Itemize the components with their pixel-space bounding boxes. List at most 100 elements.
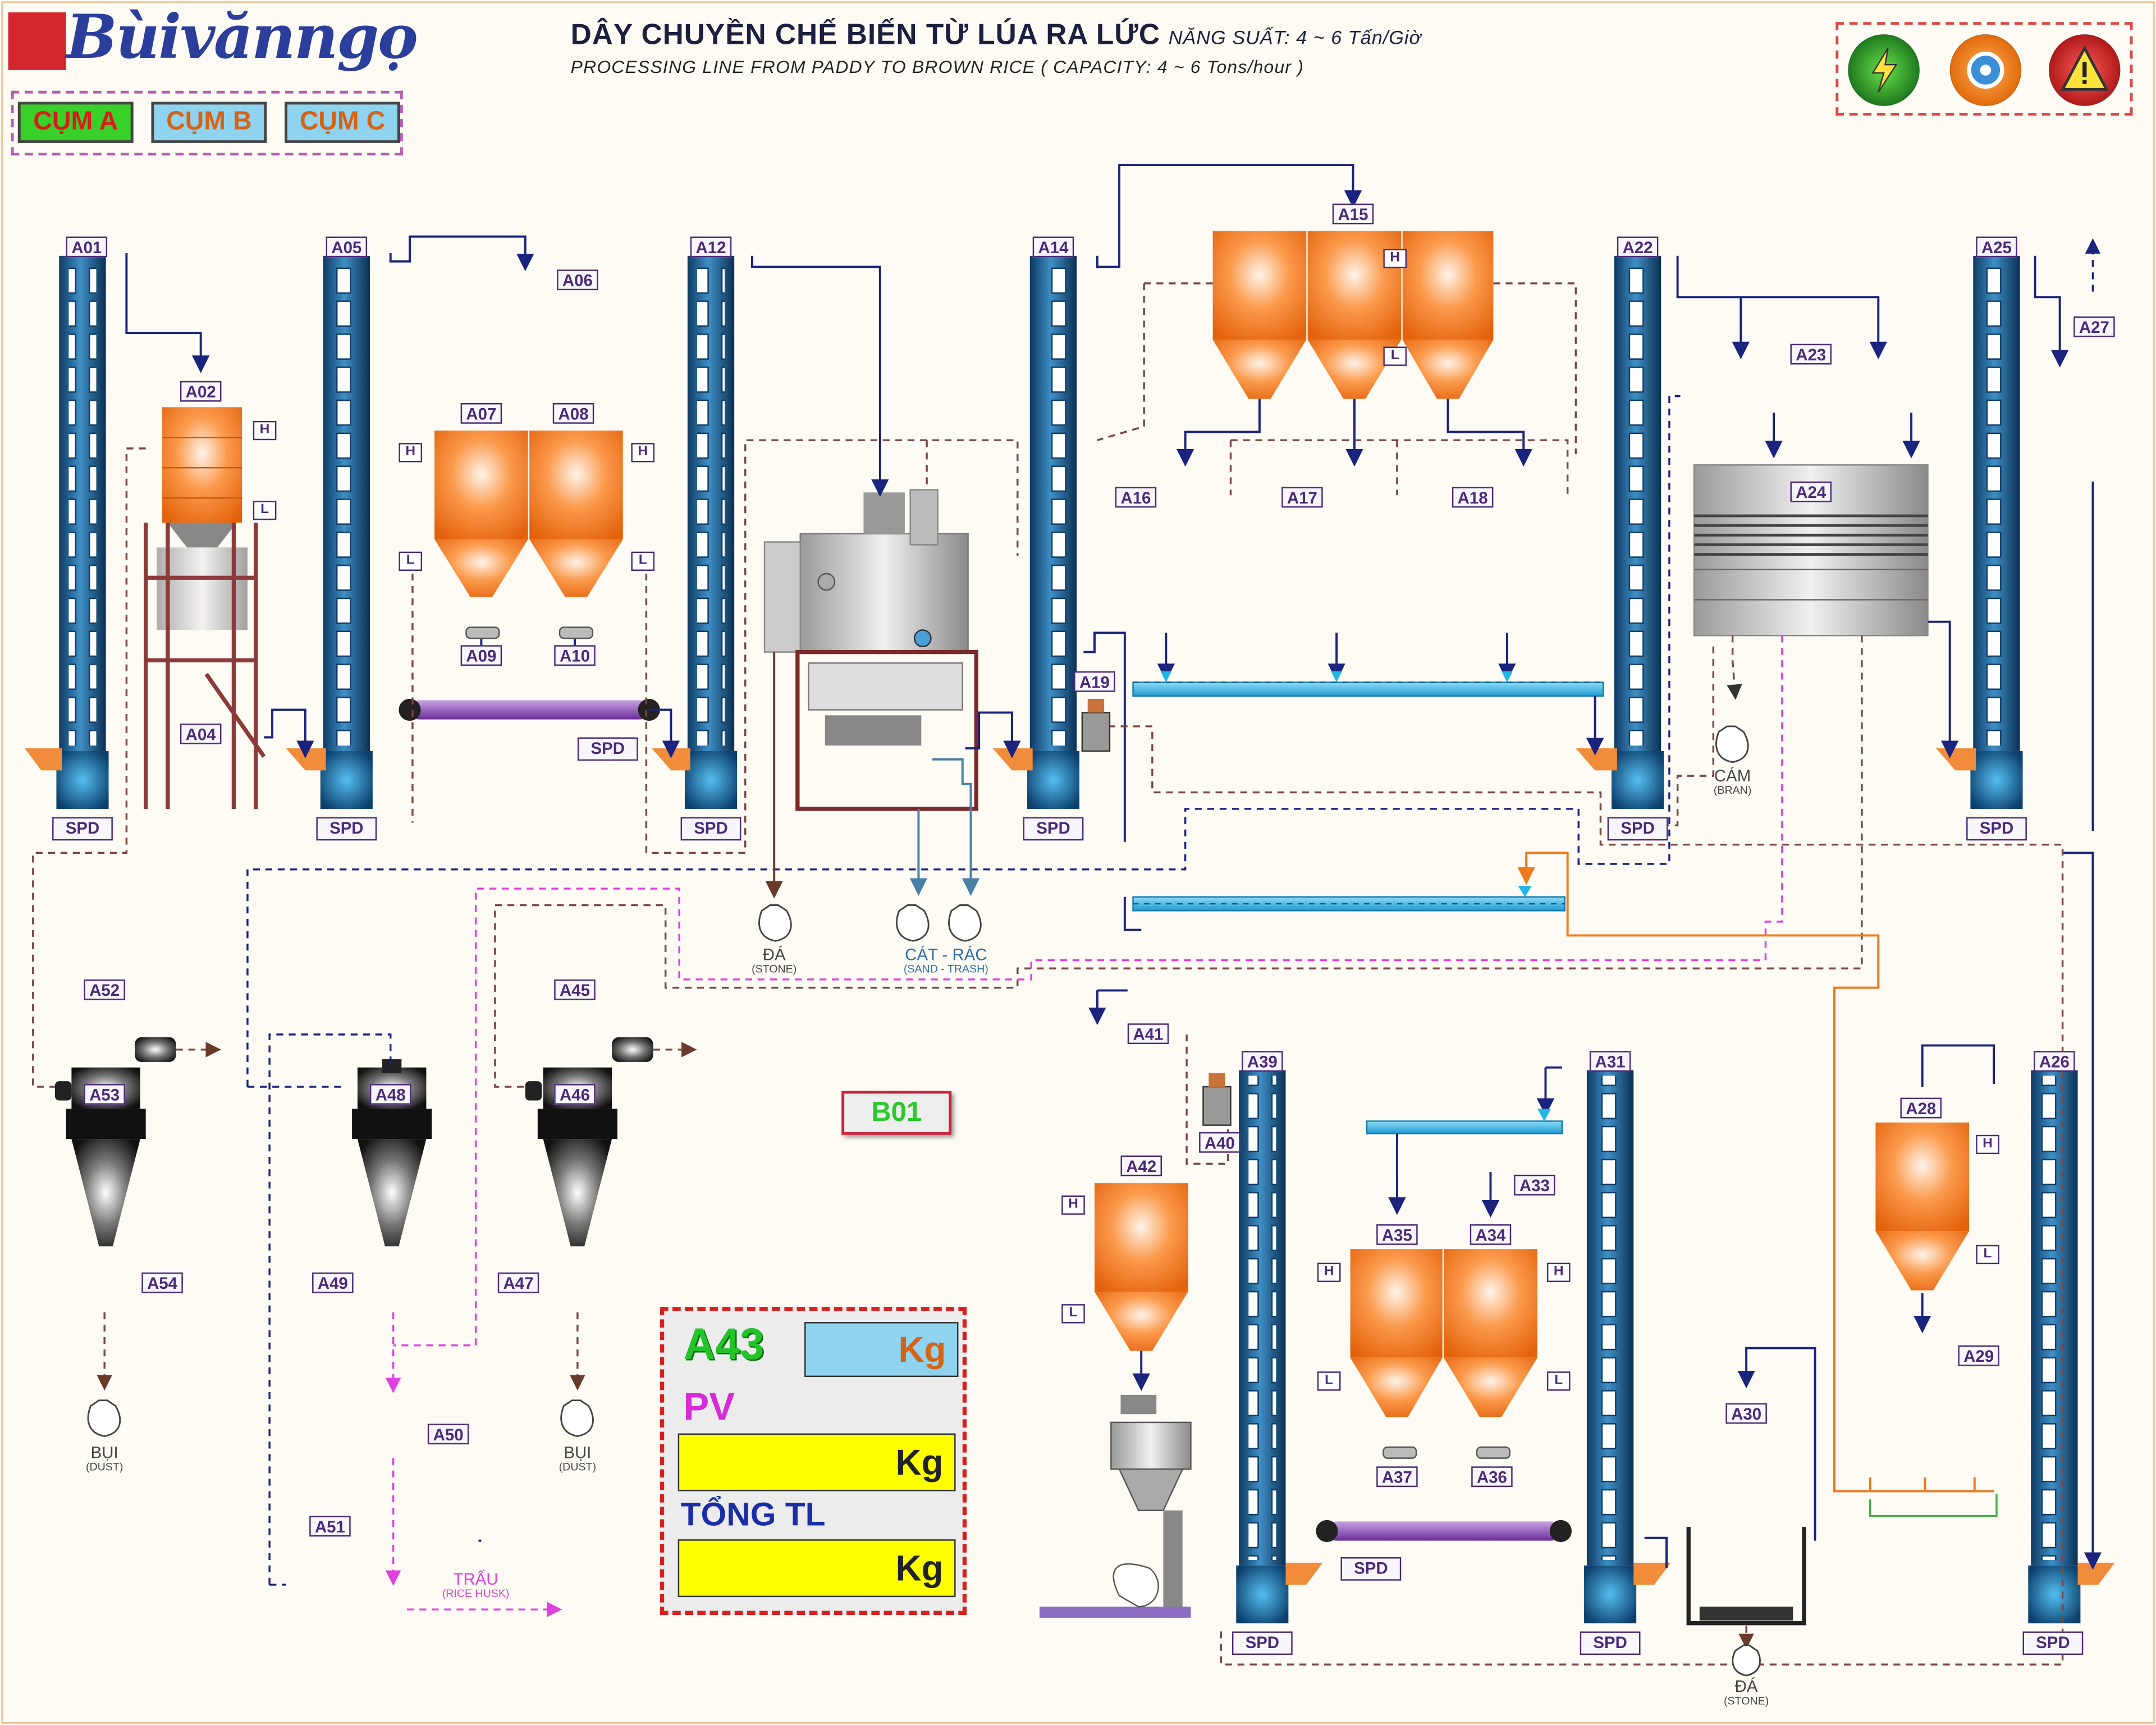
screw-conveyor-mid[interactable] [1132, 896, 1565, 912]
tag-A09[interactable]: A09 [460, 645, 502, 666]
stone-trap[interactable] [1686, 1527, 1806, 1626]
total-weight-field[interactable]: Kg [678, 1539, 956, 1598]
tag-A39[interactable]: A39 [1242, 1051, 1283, 1072]
level-low-A15[interactable]: L [1383, 346, 1407, 366]
tag-A08[interactable]: A08 [552, 403, 594, 424]
tag-A48[interactable]: A48 [369, 1084, 411, 1105]
speed-sensor-belt-2[interactable]: SPD [1340, 1557, 1402, 1581]
belt-conveyor-A36-A37[interactable] [1316, 1520, 1572, 1543]
tag-A27[interactable]: A27 [2073, 316, 2115, 337]
level-high-A42[interactable]: H [1061, 1195, 1085, 1215]
tag-A16[interactable]: A16 [1115, 487, 1157, 508]
tag-A29[interactable]: A29 [1958, 1345, 1999, 1366]
tag-A15[interactable]: A15 [1332, 203, 1374, 225]
tag-A04[interactable]: A04 [180, 724, 222, 744]
tag-A25[interactable]: A25 [1976, 236, 2017, 258]
level-low-A34[interactable]: L [1546, 1371, 1571, 1391]
bin-A07[interactable] [434, 431, 528, 597]
screw-conveyor-top[interactable] [1132, 681, 1604, 697]
tag-A41[interactable]: A41 [1127, 1023, 1169, 1045]
tag-A05[interactable]: A05 [326, 236, 368, 258]
level-low-A35[interactable]: L [1317, 1371, 1341, 1391]
level-high-A28[interactable]: H [1976, 1134, 1999, 1155]
tag-A07[interactable]: A07 [460, 403, 502, 424]
tag-A35[interactable]: A35 [1376, 1224, 1418, 1245]
speed-sensor-A26[interactable]: SPD [2022, 1631, 2084, 1655]
sampler-A19[interactable] [1081, 698, 1111, 752]
tag-A53[interactable]: A53 [84, 1084, 125, 1105]
speed-sensor-belt[interactable]: SPD [577, 737, 638, 761]
tag-A40[interactable]: A40 [1199, 1132, 1240, 1153]
level-high-A34[interactable]: H [1546, 1262, 1571, 1282]
tag-A23[interactable]: A23 [1790, 344, 1832, 365]
speed-sensor-A12[interactable]: SPD [680, 817, 741, 841]
elevator-A05[interactable] [286, 255, 373, 809]
bin-A15[interactable] [1212, 231, 1494, 399]
level-low-A42[interactable]: L [1061, 1304, 1085, 1324]
tag-A51[interactable]: A51 [309, 1516, 351, 1537]
tag-A37[interactable]: A37 [1376, 1466, 1418, 1488]
settings-button[interactable] [1949, 34, 2022, 106]
tag-A52[interactable]: A52 [84, 979, 125, 1000]
section-c-button[interactable]: CỤM C [285, 102, 400, 143]
tag-A26[interactable]: A26 [2034, 1051, 2075, 1072]
screw-conveyor-low[interactable] [1366, 1120, 1563, 1134]
tag-A46[interactable]: A46 [554, 1084, 596, 1105]
speed-sensor-A14[interactable]: SPD [1023, 817, 1084, 841]
fan-motor[interactable] [135, 1037, 653, 1062]
tag-A34[interactable]: A34 [1470, 1224, 1512, 1245]
tag-A28[interactable]: A28 [1900, 1097, 1942, 1119]
level-high-A07[interactable]: H [399, 443, 423, 463]
section-b-button[interactable]: CỤM B [151, 102, 267, 143]
level-low-A08[interactable]: L [631, 551, 655, 571]
bagging-scale[interactable] [1039, 1394, 1192, 1618]
tag-A18[interactable]: A18 [1452, 487, 1494, 508]
tag-A19[interactable]: A19 [1074, 671, 1115, 692]
cleaner-machine[interactable] [763, 489, 978, 811]
alarm-button[interactable] [2049, 34, 2121, 106]
elevator-A31[interactable] [1584, 1070, 1671, 1623]
bin-A42[interactable] [1094, 1183, 1188, 1351]
tag-A02[interactable]: A02 [180, 381, 222, 402]
bin-A08[interactable] [529, 431, 623, 597]
elevator-A14[interactable] [992, 255, 1080, 809]
tag-A31[interactable]: A31 [1589, 1051, 1631, 1072]
tag-A30[interactable]: A30 [1725, 1403, 1767, 1424]
tag-A54[interactable]: A54 [141, 1272, 183, 1293]
speed-sensor-A01[interactable]: SPD [52, 817, 113, 841]
bin-A34[interactable] [1444, 1249, 1537, 1417]
tag-A22[interactable]: A22 [1617, 236, 1659, 258]
tag-A17[interactable]: A17 [1281, 487, 1323, 508]
speed-sensor-A31[interactable]: SPD [1580, 1631, 1641, 1655]
tag-A24[interactable]: A24 [1790, 481, 1832, 502]
speed-sensor-A05[interactable]: SPD [316, 817, 377, 841]
speed-sensor-A25[interactable]: SPD [1966, 817, 2027, 841]
bin-A28[interactable] [1875, 1122, 1969, 1291]
level-low-A02[interactable]: L [253, 501, 277, 520]
power-button[interactable] [1848, 34, 1920, 106]
bin-A35[interactable] [1350, 1249, 1443, 1417]
bin-A02[interactable] [143, 407, 266, 809]
tag-A14[interactable]: A14 [1032, 236, 1074, 258]
elevator-A12[interactable] [652, 255, 738, 809]
tag-A42[interactable]: A42 [1120, 1155, 1162, 1177]
tag-A49[interactable]: A49 [312, 1272, 354, 1293]
level-low-A28[interactable]: L [1976, 1244, 1999, 1265]
elevator-A22[interactable] [1576, 255, 1664, 809]
elevator-A39[interactable] [1236, 1070, 1323, 1623]
level-high-A02[interactable]: H [253, 420, 277, 441]
level-low-A07[interactable]: L [399, 551, 423, 571]
level-high-A35[interactable]: H [1317, 1262, 1341, 1282]
pv-field[interactable]: Kg [678, 1433, 956, 1491]
tag-A33[interactable]: A33 [1514, 1174, 1555, 1196]
scale-weight-field[interactable]: Kg [804, 1322, 959, 1378]
tag-A10[interactable]: A10 [554, 645, 596, 666]
section-a-button[interactable]: CỤM A [17, 102, 134, 143]
elevator-A01[interactable] [25, 255, 109, 809]
speed-sensor-A22[interactable]: SPD [1607, 817, 1668, 841]
b01-button[interactable]: B01 [841, 1091, 952, 1135]
tag-A01[interactable]: A01 [66, 236, 108, 258]
tag-A36[interactable]: A36 [1471, 1466, 1513, 1488]
sampler-A40[interactable] [1202, 1073, 1232, 1126]
tag-A50[interactable]: A50 [427, 1424, 469, 1445]
